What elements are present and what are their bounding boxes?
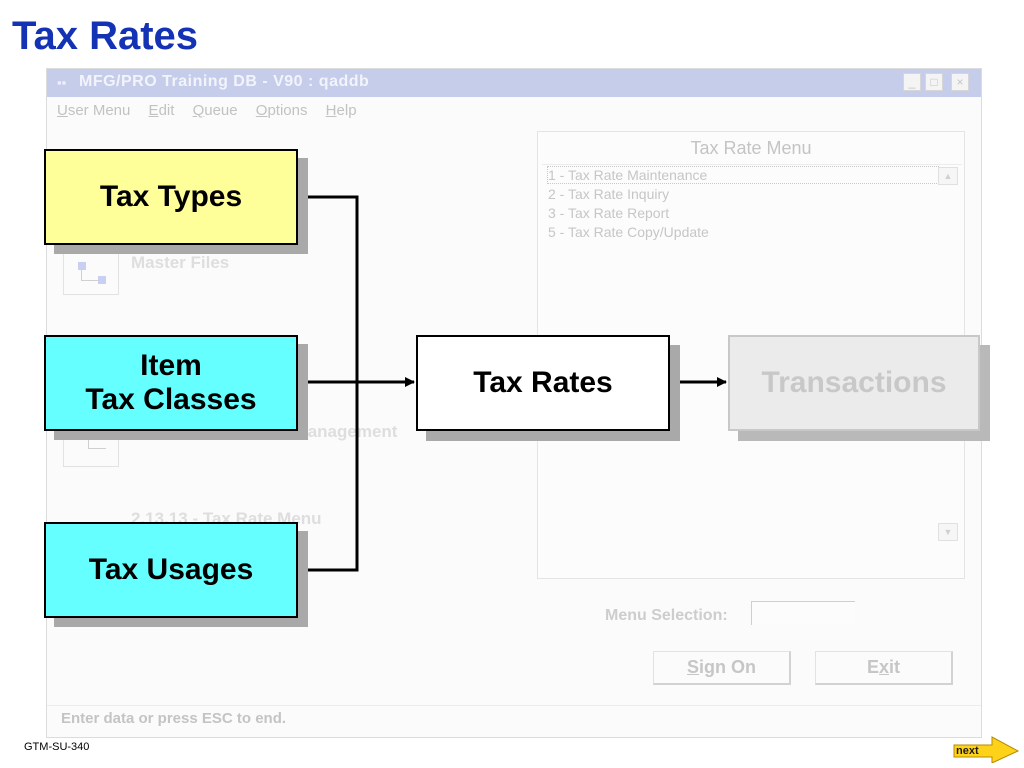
menu-option-1[interactable]: 1 - Tax Rate Maintenance: [547, 166, 939, 184]
menu-option-5[interactable]: 5 - Tax Rate Copy/Update: [548, 224, 709, 240]
transactions-label: Transactions: [761, 365, 947, 399]
scroll-down-icon[interactable]: ▼: [938, 523, 958, 541]
item-tax-classes-label: Item Tax Classes: [85, 348, 257, 417]
menu-options[interactable]: Options: [255, 102, 308, 119]
slide-footer-id: GTM-SU-340: [24, 741, 90, 753]
transactions-box: Transactions: [728, 335, 980, 431]
scroll-up-icon[interactable]: ▲: [938, 167, 958, 185]
close-button[interactable]: ×: [951, 73, 969, 91]
tax-usages-label: Tax Usages: [88, 552, 254, 586]
master-files-item[interactable]: Master Files: [131, 253, 230, 272]
status-text: Enter data or press ESC to end.: [61, 710, 287, 727]
menu-selection-label: Menu Selection:: [605, 607, 728, 624]
next-button[interactable]: next: [956, 745, 979, 757]
menu-option-3[interactable]: 3 - Tax Rate Report: [548, 205, 670, 221]
menu-user-menu[interactable]: User Menu: [57, 102, 131, 119]
master-files-icon[interactable]: [63, 251, 119, 295]
menu-selection-input[interactable]: [751, 601, 855, 625]
exit-button[interactable]: Exit: [815, 651, 953, 685]
menu-icon: ▪▪: [57, 75, 67, 90]
minimize-button[interactable]: _: [903, 73, 921, 91]
menu-option-2[interactable]: 2 - Tax Rate Inquiry: [548, 186, 670, 202]
window-titlebar[interactable]: ▪▪ MFG/PRO Training DB - V90 : qaddb _ □…: [47, 69, 981, 97]
sign-on-button[interactable]: Sign On: [653, 651, 791, 685]
menu-edit[interactable]: Edit: [148, 102, 175, 119]
status-bar: Enter data or press ESC to end.: [47, 705, 981, 735]
window-title: MFG/PRO Training DB - V90 : qaddb: [79, 73, 370, 90]
management-item[interactable]: lanagement: [303, 422, 398, 441]
tax-types-label: Tax Types: [99, 179, 243, 213]
menu-list: 1 - Tax Rate Maintenance 2 - Tax Rate In…: [542, 164, 962, 575]
next-arrow-icon[interactable]: [952, 733, 1022, 763]
menu-bar: User Menu Edit Queue Options Help: [57, 102, 371, 119]
usages-connector: [298, 382, 359, 572]
tax-rates-box: Tax Rates: [416, 335, 670, 431]
types-connector: [298, 195, 359, 382]
menu-queue[interactable]: Queue: [192, 102, 238, 119]
slide-title: Tax Rates: [12, 14, 199, 58]
tax-types-box: Tax Types: [44, 149, 298, 245]
tax-usages-box: Tax Usages: [44, 522, 298, 618]
panel-title: Tax Rate Menu: [690, 138, 812, 158]
item-tax-classes-box: Item Tax Classes: [44, 335, 298, 431]
menu-help[interactable]: Help: [325, 102, 357, 119]
tax-rates-label: Tax Rates: [473, 365, 613, 399]
maximize-button[interactable]: □: [925, 73, 943, 91]
